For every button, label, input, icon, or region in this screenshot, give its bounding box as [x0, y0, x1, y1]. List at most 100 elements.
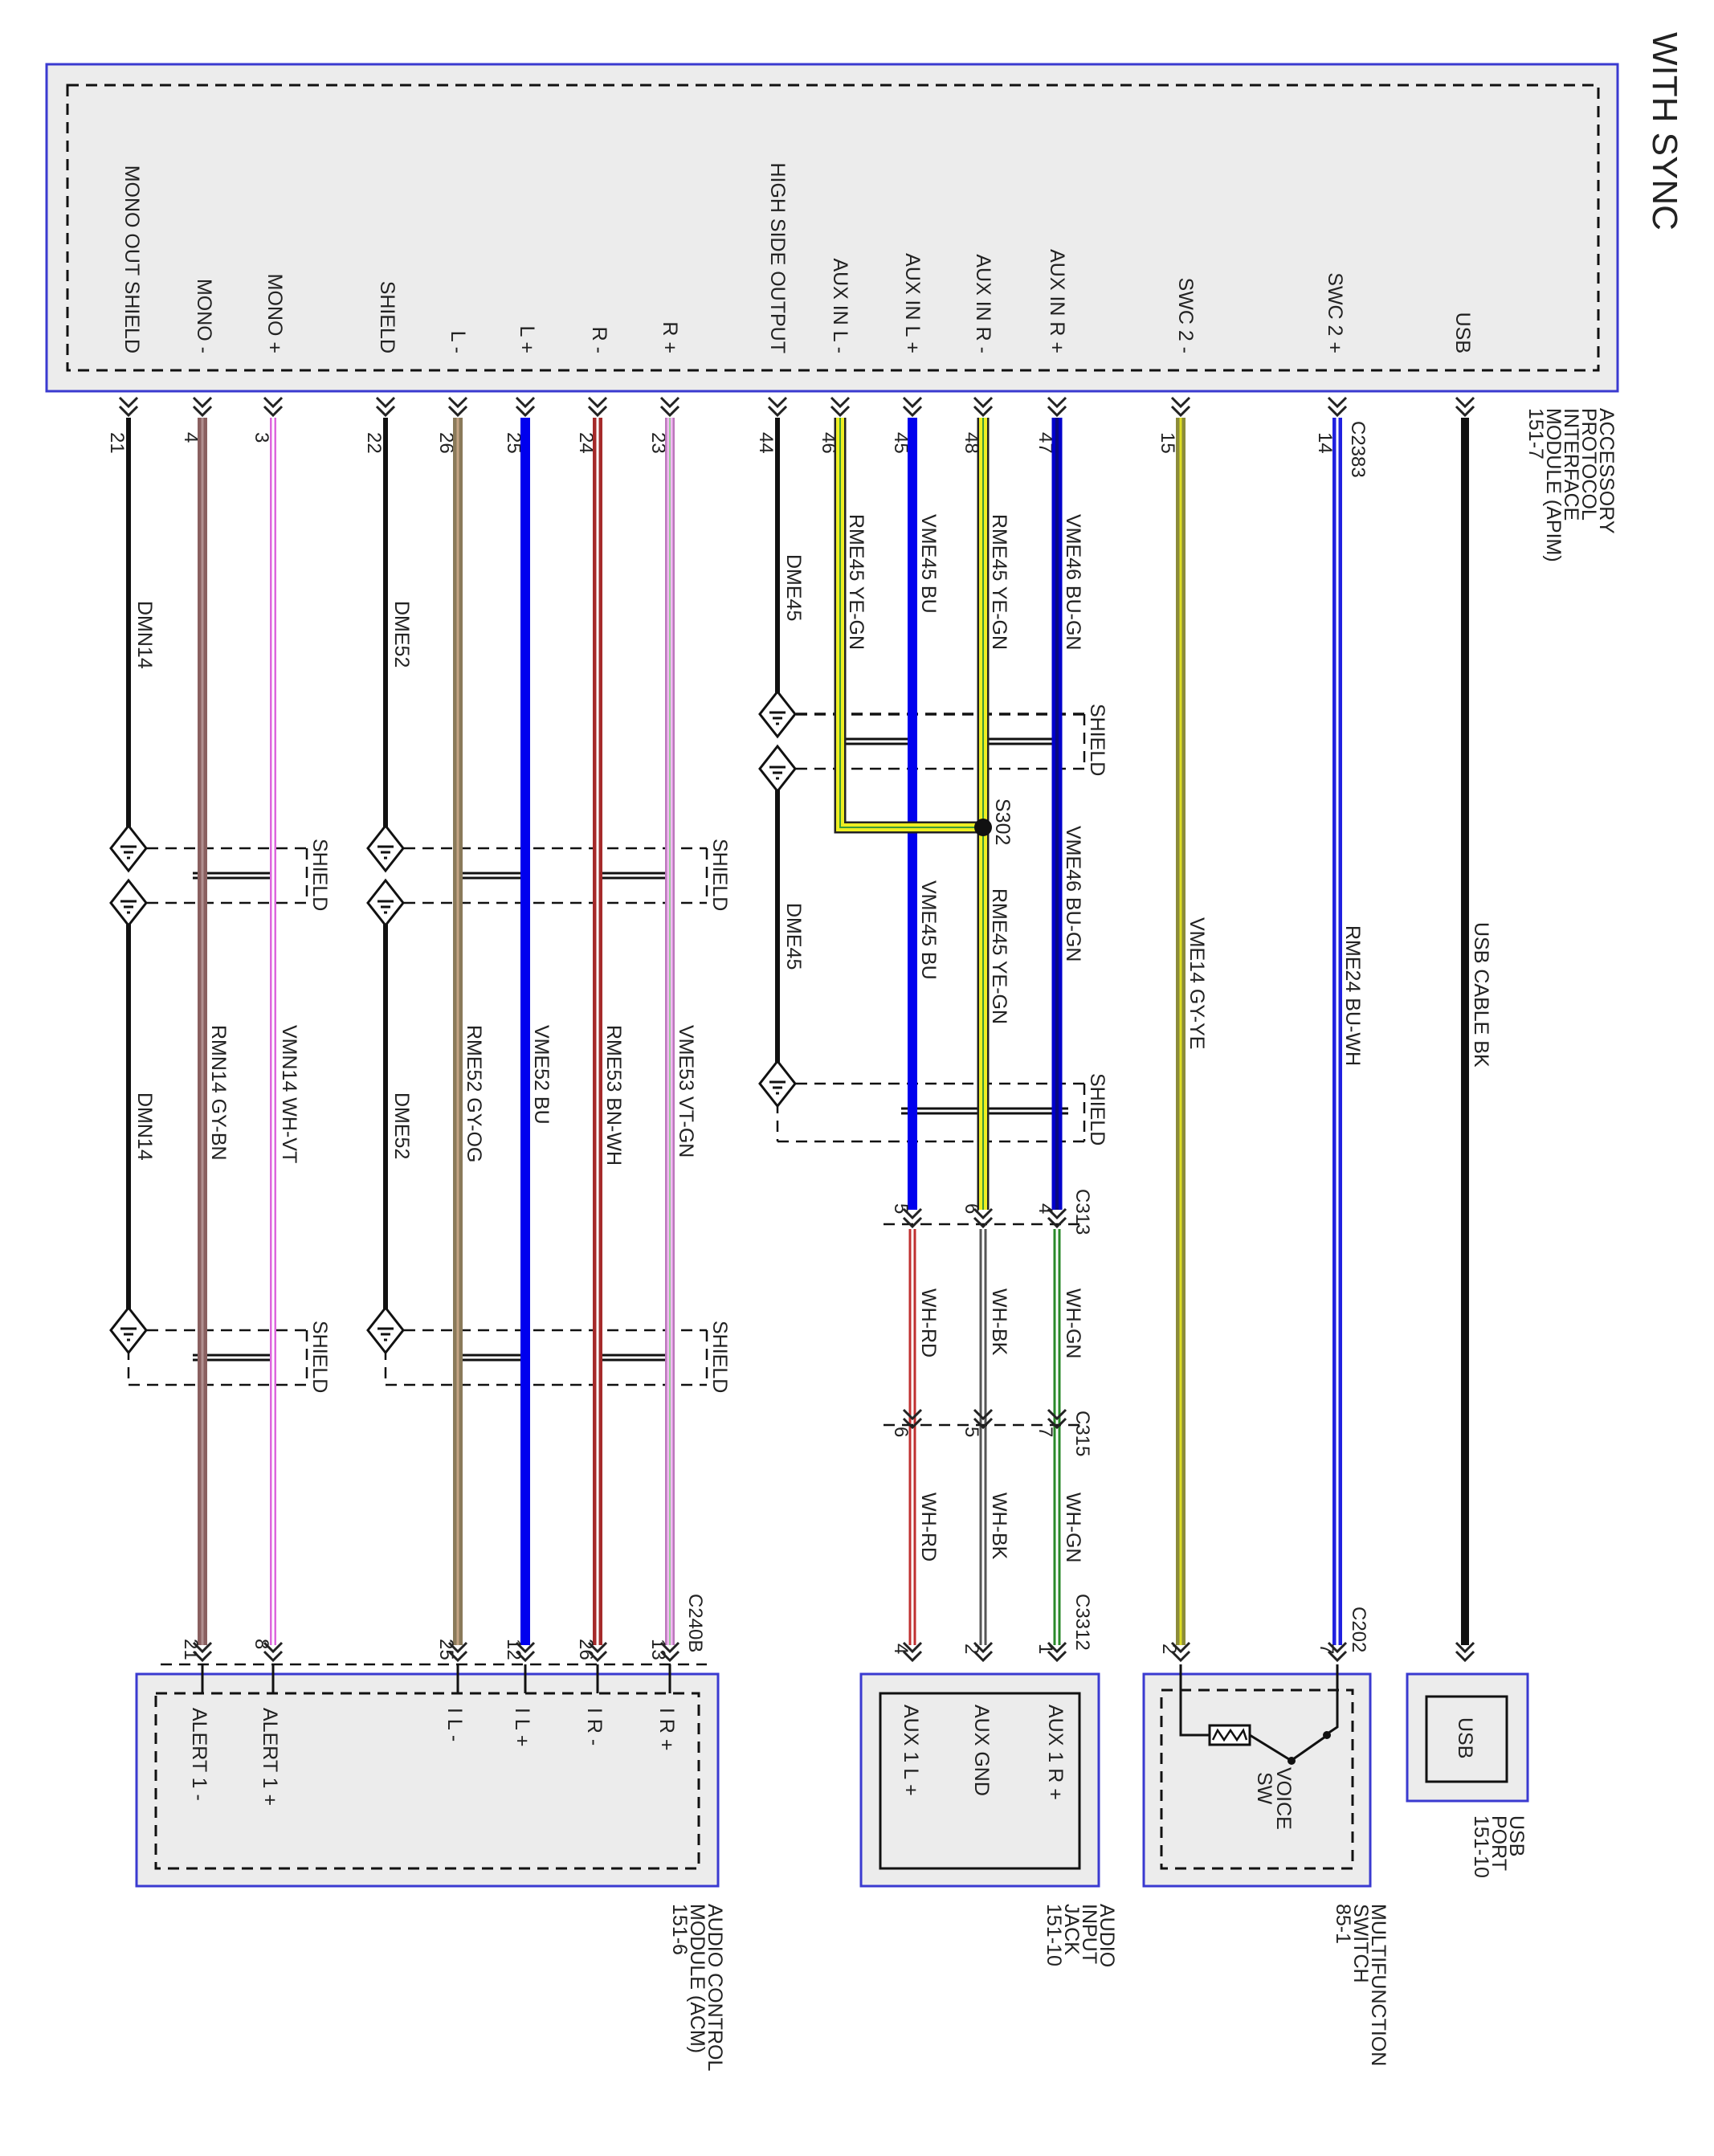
c3312-pin-1: 1: [1035, 1644, 1056, 1654]
svg-text:PORT: PORT: [1488, 1815, 1510, 1871]
svg-text:I R +: I R +: [655, 1708, 678, 1751]
aux-shield-2: [776, 1082, 1086, 1143]
svg-text:22: 22: [363, 432, 385, 454]
svg-text:15: 15: [1157, 432, 1178, 454]
aux-in-l-plus-label-2: VME45 BU: [917, 880, 940, 980]
acm-name: AUDIO CONTROL MODULE (ACM) 151-6: [668, 1904, 726, 2071]
apim-pin-labels: USB SWC 2 + SWC 2 - AUX IN R + AUX IN R …: [120, 162, 1474, 353]
high-side-output-wire: [758, 418, 797, 1108]
mono-drain-wire: [109, 418, 148, 1354]
c313-pin-6: 6: [961, 1203, 982, 1214]
apim-pin-swc2-plus: SWC 2 +: [1324, 272, 1346, 353]
svg-text:44: 44: [755, 432, 777, 454]
svg-text:USB: USB: [1454, 1717, 1476, 1758]
apim-name: ACCESSORY PROTOCOL INTERFACE MODULE (API…: [1524, 408, 1618, 562]
svg-text:4: 4: [180, 432, 202, 443]
c240b-label: C240B: [684, 1594, 706, 1652]
apim-pin-marks: [118, 396, 1475, 417]
svg-text:3: 3: [251, 432, 272, 443]
aux-shield-1-label: SHIELD: [1086, 704, 1108, 776]
svg-text:INPUT: INPUT: [1078, 1904, 1100, 1964]
apim-pin-mono-minus: MONO -: [193, 279, 215, 353]
c202-pin-2: 2: [1158, 1644, 1180, 1654]
c240b-connector: [161, 1641, 707, 1666]
c315-connector: [884, 1408, 1084, 1429]
svg-text:151-10: 151-10: [1043, 1904, 1065, 1966]
mono-plus-label: VMN14 WH-VT: [278, 1025, 300, 1163]
dme52-label-2: DME52: [390, 1092, 413, 1159]
mono-shield-1-label: SHIELD: [308, 839, 331, 911]
c3312-pin-2: 2: [961, 1644, 982, 1654]
svg-text:ALERT 1 -: ALERT 1 -: [188, 1708, 210, 1801]
apim-pin-r-plus: R +: [659, 321, 681, 353]
audio-input-jack-pin-labels: AUX 1 R + AUX GND AUX 1 L +: [900, 1705, 1067, 1800]
svg-text:INTERFACE: INTERFACE: [1560, 408, 1582, 521]
splice-s302-label: S302: [991, 798, 1014, 845]
apim-pin-l-minus: L -: [447, 331, 469, 353]
mono-shield-2-label: SHIELD: [308, 1321, 331, 1393]
aux-in-l-minus-wire: [834, 418, 983, 834]
dme45-label-2: DME45: [782, 903, 805, 970]
aux-shield-1: [777, 713, 1086, 770]
aux-in-r-plus-label-1: VME46 BU-GN: [1062, 514, 1084, 650]
speaker-shield-1-label: SHIELD: [708, 839, 731, 911]
l-plus-label: VME52 BU: [530, 1025, 553, 1125]
mono-shield-2: [127, 1329, 308, 1386]
svg-text:AUDIO: AUDIO: [1096, 1904, 1118, 1967]
c3312-label: C3312: [1071, 1594, 1093, 1651]
svg-text:MODULE (APIM): MODULE (APIM): [1542, 408, 1565, 562]
c313-label: C313: [1071, 1189, 1093, 1235]
dmn14-label-1: DMN14: [133, 601, 156, 669]
svg-text:151-6: 151-6: [668, 1904, 691, 1955]
jack-gnd-label-1: WH-BK: [988, 1288, 1010, 1356]
diagram-title: WITH SYNC: [1645, 32, 1684, 231]
apim-pin-mono-out-shield: MONO OUT SHIELD: [120, 165, 143, 353]
apim-pin-mono-plus: MONO +: [263, 274, 286, 353]
c313-pin-4: 4: [1035, 1203, 1056, 1214]
r-minus-label: RME53 BN-WH: [602, 1025, 625, 1166]
svg-text:MODULE (ACM): MODULE (ACM): [686, 1904, 708, 2053]
svg-text:JACK: JACK: [1060, 1904, 1083, 1955]
dmn14-label-2: DMN14: [133, 1092, 156, 1161]
audio-input-jack: [859, 1672, 1100, 1888]
svg-text:ALERT 1 +: ALERT 1 +: [259, 1708, 281, 1806]
speaker-shield-1: [386, 847, 708, 904]
apim-pin-auxin-r-plus: AUX IN R +: [1046, 249, 1068, 353]
svg-text:AUX 1 L +: AUX 1 L +: [900, 1705, 922, 1796]
c240b-pin-21: 21: [180, 1639, 202, 1660]
svg-text:151-10: 151-10: [1470, 1815, 1492, 1878]
swc-minus-label: VME14 GY-YE: [1186, 917, 1208, 1049]
apim-pin-high-side-output: HIGH SIDE OUTPUT: [766, 162, 789, 353]
c240b-pin-12: 12: [503, 1639, 524, 1660]
svg-text:I R -: I R -: [583, 1708, 606, 1746]
c202-pin-7: 7: [1316, 1644, 1337, 1654]
audio-input-jack-name: AUDIO INPUT JACK 151-10: [1043, 1904, 1118, 1967]
c315-pin-5: 5: [961, 1427, 982, 1437]
c315-pin-6: 6: [890, 1427, 912, 1437]
apim-pin-auxin-r-minus: AUX IN R -: [972, 254, 994, 353]
c240b-pin-26: 26: [575, 1639, 597, 1660]
speaker-shield-2: [384, 1329, 708, 1386]
jack-gnd-label-2: WH-BK: [988, 1492, 1010, 1560]
c240b-pin-13: 13: [647, 1639, 669, 1660]
apim-pin-auxin-l-minus: AUX IN L -: [829, 258, 851, 353]
jack-l-label-1: WH-RD: [917, 1288, 940, 1358]
c240b-pin-25: 25: [435, 1639, 457, 1660]
svg-text:85-1: 85-1: [1332, 1904, 1354, 1944]
aux-in-r-minus-label-1: RME45 YE-GN: [988, 514, 1010, 650]
apim-pin-auxin-l-plus: AUX IN L +: [901, 253, 924, 353]
dme52-label-1: DME52: [390, 601, 413, 668]
apim-pin-numbers: 14 15 47 48 45 46 44 23 24 25 26 22 3 4 …: [106, 432, 1336, 454]
apim-module: [45, 63, 1619, 393]
voice-switch-label: VOICE SW: [1253, 1767, 1295, 1830]
jack-r-label-2: WH-GN: [1062, 1492, 1084, 1562]
svg-text:151-7: 151-7: [1524, 408, 1547, 459]
svg-text:I L +: I L +: [511, 1708, 533, 1746]
apim-connector-label: C2383: [1347, 421, 1369, 478]
multifunction-switch-name: MULTIFUNCTION SWITCH 85-1: [1332, 1904, 1390, 2066]
svg-text:21: 21: [106, 432, 128, 454]
svg-text:14: 14: [1314, 432, 1336, 454]
c240b-pin-8: 8: [251, 1639, 272, 1649]
multifunction-switch: [1142, 1664, 1372, 1888]
